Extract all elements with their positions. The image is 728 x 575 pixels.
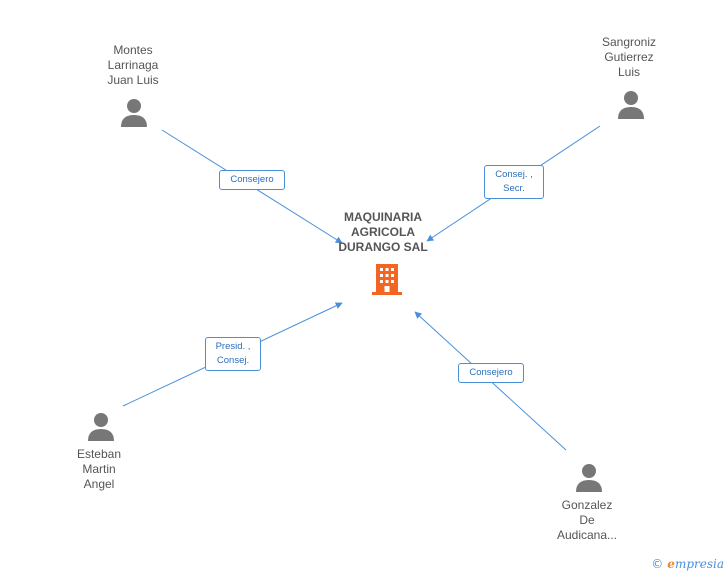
copyright-icon: ©: [651, 557, 664, 571]
person-name-gonzalez[interactable]: Gonzalez De Audicana...: [556, 498, 618, 542]
company-name[interactable]: MAQUINARIA AGRICOLA DURANGO SAL: [338, 210, 428, 254]
person-name-esteban[interactable]: Esteban Martin Angel: [76, 447, 122, 491]
empresia-logo[interactable]: ©empresia: [651, 557, 724, 571]
person-name-montes[interactable]: Montes Larrinaga Juan Luis: [107, 43, 159, 87]
person-name-sangroniz[interactable]: Sangroniz Gutierrez Luis: [601, 35, 657, 79]
edge-label-gonzalez: Consejero: [458, 363, 524, 383]
building-icon[interactable]: [371, 262, 403, 296]
edge-label-esteban: Presid. , Consej.: [205, 337, 261, 371]
edge-label-montes: Consejero: [219, 170, 285, 190]
person-icon[interactable]: [574, 462, 604, 492]
person-icon[interactable]: [119, 97, 149, 127]
edge-label-sangroniz: Consej. , Secr.: [484, 165, 544, 199]
person-icon[interactable]: [86, 411, 116, 441]
person-icon[interactable]: [616, 89, 646, 119]
